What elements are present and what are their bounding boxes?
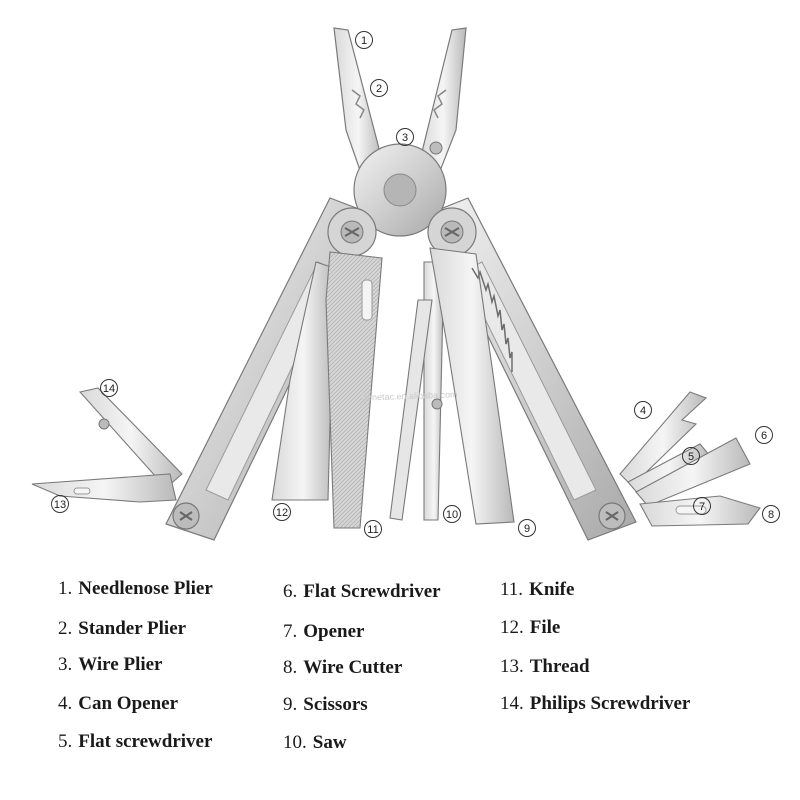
callout-6: 6	[755, 426, 773, 444]
legend-item: 2.Stander Plier	[58, 618, 187, 639]
legend-item: 6.Flat Screwdriver	[283, 581, 441, 602]
thread-tool	[31, 473, 177, 503]
callout-4: 4	[634, 401, 652, 419]
plier-jaws	[333, 27, 467, 237]
callout-1: 1	[355, 31, 373, 49]
callout-5: 5	[682, 447, 700, 465]
legend-item: 5.Flat screwdriver	[58, 731, 213, 752]
callout-9: 9	[518, 519, 536, 537]
legend-item: 9.Scissors	[283, 694, 368, 715]
file-tool	[325, 251, 383, 529]
legend-item: 14.Philips Screwdriver	[500, 693, 691, 714]
callout-8: 8	[762, 505, 780, 523]
legend-item: 10.Saw	[283, 732, 347, 753]
legend-item: 11.Knife	[500, 579, 575, 600]
callout-10: 10	[443, 505, 461, 523]
legend-item: 13.Thread	[500, 656, 590, 677]
callout-2: 2	[370, 79, 388, 97]
flat-screwdriver-large-tool	[635, 437, 751, 507]
pivot-screws	[327, 207, 477, 257]
legend-item: 1.Needlenose Plier	[58, 578, 213, 599]
callout-14: 14	[100, 379, 118, 397]
legend-item: 7.Opener	[283, 621, 365, 642]
philips-screwdriver-tool	[78, 387, 183, 489]
callout-12: 12	[273, 503, 291, 521]
legend-item: 3.Wire Plier	[58, 654, 163, 675]
parts-legend: 1.Needlenose Plier 2.Stander Plier 3.Wir…	[0, 560, 800, 800]
multitool-illustration: 1 2 3 4 5 6 7 8 9 10 11 12 13 14 genetac…	[31, 27, 780, 541]
callout-13: 13	[51, 495, 69, 513]
callout-3: 3	[396, 128, 414, 146]
saw-blade	[429, 247, 515, 525]
multitool-drawing	[31, 27, 761, 541]
callout-7: 7	[693, 497, 711, 515]
callout-11: 11	[364, 520, 382, 538]
legend-item: 8.Wire Cutter	[283, 657, 403, 678]
legend-item: 4.Can Opener	[58, 693, 178, 714]
scissors-tool	[389, 261, 445, 521]
legend-item: 12.File	[500, 617, 561, 638]
